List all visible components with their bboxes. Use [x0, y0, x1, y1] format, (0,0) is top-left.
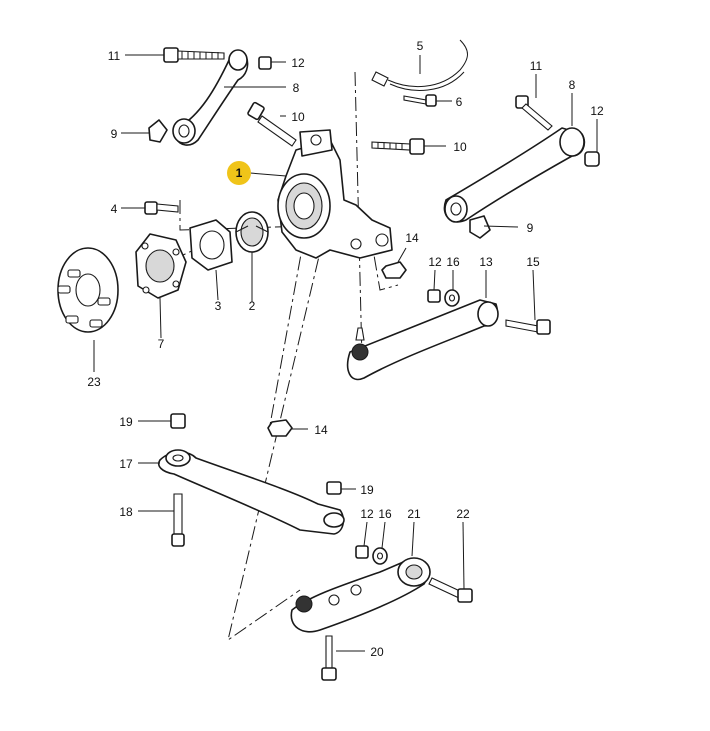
callout-21: 21 [407, 507, 421, 521]
bolt-10-right[interactable] [371, 138, 425, 155]
nut-14-lower[interactable] [267, 419, 293, 437]
highlight-badge-part-1[interactable]: 1 [227, 161, 251, 185]
callout-10-right: 10 [453, 140, 467, 154]
callout-8-left: 8 [293, 81, 300, 95]
callout-12-upper-right: 12 [590, 104, 604, 118]
bolt-6[interactable] [403, 94, 437, 107]
nut-12-track-rod[interactable] [427, 289, 441, 303]
bolt-22[interactable] [428, 577, 473, 603]
dust-plate[interactable] [189, 219, 233, 271]
washer-16-lower-arm[interactable] [372, 547, 388, 565]
bolt-4[interactable] [144, 201, 179, 215]
nut-19-left[interactable] [170, 413, 186, 429]
callout-13: 13 [479, 255, 493, 269]
wheel-carrier[interactable] [277, 129, 393, 259]
callout-12-upper-left: 12 [291, 56, 305, 70]
callout-22: 22 [456, 507, 470, 521]
callout-18: 18 [119, 505, 133, 519]
hub-flange[interactable] [135, 233, 187, 299]
nut-12-upper-right[interactable] [584, 151, 600, 167]
callout-12-lower-arm: 12 [360, 507, 374, 521]
drive-flange[interactable] [57, 247, 119, 333]
nut-12-upper-left[interactable] [258, 56, 272, 70]
callout-23: 23 [87, 375, 101, 389]
bolt-11-upper-right[interactable] [515, 95, 553, 131]
track-rod[interactable] [346, 299, 499, 381]
callout-16-lower-arm: 16 [378, 507, 392, 521]
callout-14-lower: 14 [314, 423, 328, 437]
callout-16-track-rod: 16 [446, 255, 460, 269]
sensor-cable-5[interactable] [371, 39, 468, 91]
bush-9-upper-left[interactable] [148, 119, 168, 143]
callout-2: 2 [249, 299, 256, 313]
callout-12-track-rod: 12 [428, 255, 442, 269]
upper-link-right[interactable] [443, 127, 586, 223]
wheel-bearing[interactable] [235, 211, 269, 253]
washer-16-track-rod[interactable] [444, 289, 460, 307]
callout-11-left: 11 [108, 49, 121, 63]
callout-labels: 2 3 4 5 6 7 8 8 9 9 10 10 11 11 12 12 12… [87, 39, 604, 659]
leader-lines [93, 54, 598, 652]
callout-15: 15 [526, 255, 540, 269]
callout-9-right: 9 [527, 221, 534, 235]
callout-4: 4 [111, 202, 118, 216]
bolt-11-upper-left[interactable] [163, 47, 225, 63]
callout-6: 6 [456, 95, 463, 109]
callout-10-left: 10 [291, 110, 305, 124]
callout-19-right: 19 [360, 483, 374, 497]
bolt-15[interactable] [505, 319, 551, 335]
nut-14-upper[interactable] [381, 261, 407, 279]
bolt-18[interactable] [171, 493, 185, 547]
nut-19-right[interactable] [326, 481, 342, 495]
bolt-20[interactable] [321, 635, 337, 681]
upper-link-left[interactable] [172, 49, 249, 146]
lower-control-arm[interactable] [290, 557, 431, 633]
callout-14-upper: 14 [405, 231, 419, 245]
callout-8-right: 8 [569, 78, 576, 92]
nut-12-lower-arm[interactable] [355, 545, 369, 559]
callout-17: 17 [119, 457, 133, 471]
callout-11-right: 11 [530, 59, 543, 73]
bolt-10-left[interactable] [247, 101, 297, 147]
callout-7: 7 [158, 337, 165, 351]
bush-9-upper-right[interactable] [469, 215, 491, 239]
callout-5: 5 [417, 39, 424, 53]
lower-link[interactable] [158, 449, 345, 535]
callout-19-left: 19 [119, 415, 133, 429]
callout-3: 3 [215, 299, 222, 313]
callout-1: 1 [236, 166, 243, 180]
callout-20: 20 [370, 645, 384, 659]
callout-9-left: 9 [111, 127, 118, 141]
